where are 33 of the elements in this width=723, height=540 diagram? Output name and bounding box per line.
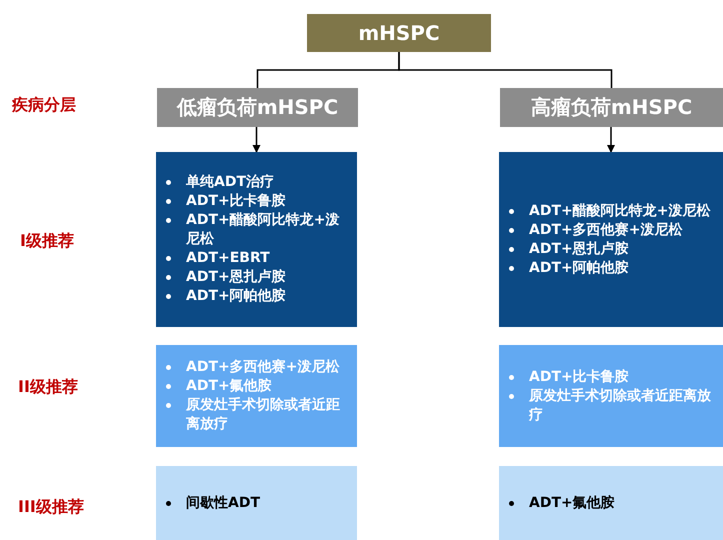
list-item: ADT+恩扎卢胺 [186,268,286,287]
category-box: 低瘤负荷mHSPC [157,88,358,127]
arrow [252,127,260,153]
list-item: ADT+比卡鲁胺 [529,368,629,386]
list-item: ADT+醋酸阿比特龙+泼尼松 [186,211,340,249]
arrow [607,127,615,153]
list-item: 间歇性ADT [186,494,260,512]
category-box: 高瘤负荷mHSPC [500,88,723,127]
list-item: ADT+氟他胺 [529,494,615,512]
list-item: ADT+阿帕他胺 [186,287,286,306]
list-item: 单纯ADT治疗 [186,173,274,192]
root-box: mHSPC [307,14,491,52]
list-item: ADT+恩扎卢胺 [529,240,629,258]
row-label: II级推荐 [18,377,78,398]
recommendation-box [499,466,723,540]
list-item: ADT+阿帕他胺 [529,258,629,278]
list-item: ADT+多西他赛+泼尼松 [186,358,340,377]
connector-line [398,52,612,88]
recommendation-box [156,152,357,327]
list-item: ADT+比卡鲁胺 [186,192,286,211]
recommendation-box [156,466,357,540]
row-label: I级推荐 [20,231,74,252]
list-item: ADT+醋酸阿比特龙+泼尼松 [529,202,710,220]
row-label: 疾病分层 [12,95,76,116]
recommendation-box [156,345,357,447]
list-item: ADT+氟他胺 [186,377,272,396]
row-label: III级推荐 [18,497,84,518]
recommendation-box [499,152,723,327]
recommendation-box [499,345,723,447]
list-item: 原发灶手术切除或者近距离放疗 [186,396,341,434]
list-item: ADT+多西他赛+泼尼松 [529,220,682,240]
list-item: ADT+EBRT [186,249,270,268]
list-item: 原发灶手术切除或者近距离放疗 [529,386,712,424]
